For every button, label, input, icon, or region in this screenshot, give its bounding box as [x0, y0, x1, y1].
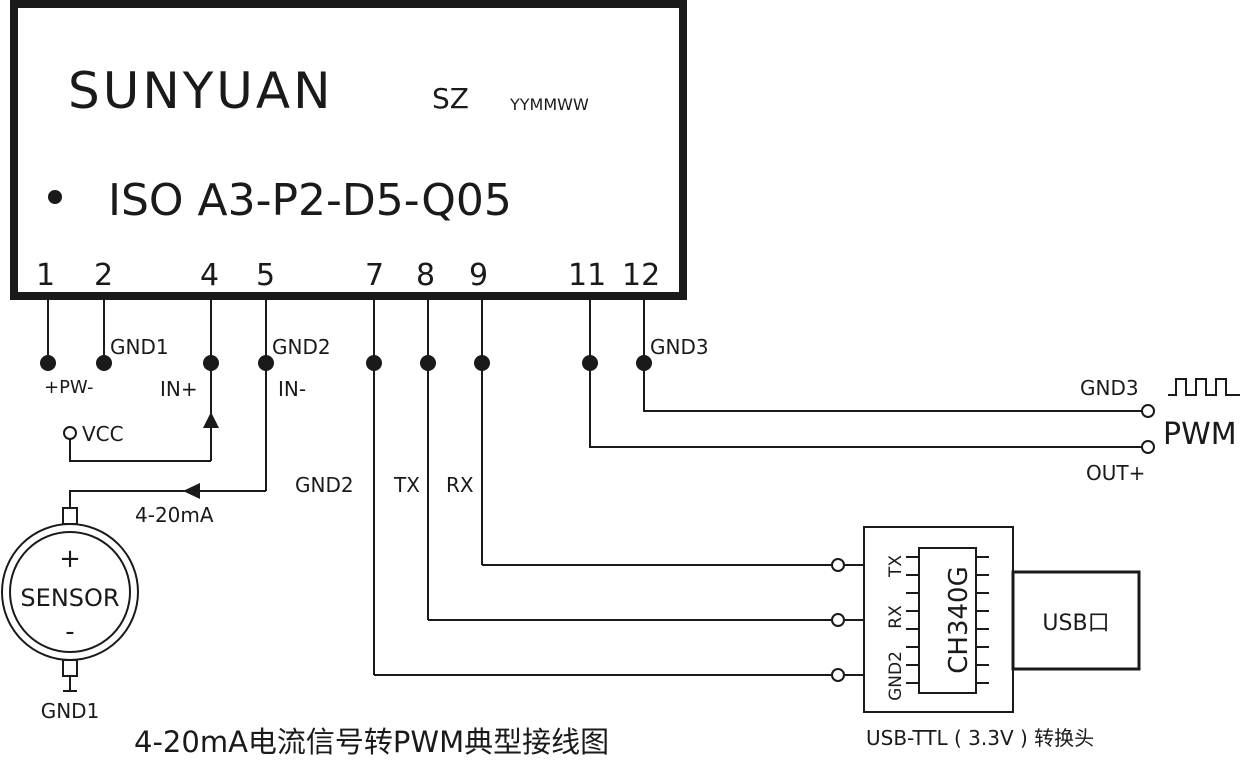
pwm-out-label: OUT+: [1086, 461, 1145, 485]
sensor-minus: -: [65, 617, 74, 647]
sensor-top-lead: [62, 507, 78, 525]
label-gnd3: GND3: [650, 335, 709, 359]
usb-port-label: USB口: [1042, 611, 1109, 636]
pwm-out-terminal: [1141, 440, 1155, 454]
pin2-terminal: [96, 355, 112, 371]
pin8-terminal: [420, 355, 436, 371]
label-power: +PW-: [44, 377, 94, 398]
label-gnd2: GND2: [272, 335, 331, 359]
sensor-inner-ring: [9, 531, 131, 653]
sensor-ground-label: GND1: [41, 699, 100, 723]
pin1-terminal: [40, 355, 56, 371]
pin4-terminal: [203, 355, 219, 371]
sensor-bottom-lead: [62, 659, 78, 677]
adapter-label-gnd: GND2: [886, 651, 906, 701]
usb-port: [1011, 570, 1141, 671]
date-code: YYMMWW: [509, 95, 589, 114]
sensor-plus: +: [59, 544, 81, 574]
chip-name: CH340G: [944, 566, 974, 673]
pin-number-11: 11: [568, 258, 606, 293]
junction-dots: [40, 355, 652, 371]
pin-number-7: 7: [365, 258, 384, 293]
pwm-gnd-terminal: [1141, 404, 1155, 418]
arrow-up-icon: [203, 412, 219, 428]
pwm-gnd-label: GND3: [1080, 376, 1139, 400]
pin12-terminal: [636, 355, 652, 371]
label-bus-gnd2: GND2: [295, 473, 354, 497]
chip-pins: [906, 556, 989, 684]
label-bus-tx: TX: [393, 473, 420, 497]
adapter-label-tx: TX: [886, 555, 906, 578]
pin1-marker-dot: [48, 190, 62, 204]
sensor-name: SENSOR: [20, 584, 119, 612]
pin5-terminal: [258, 355, 274, 371]
adapter-label-rx: RX: [886, 605, 906, 629]
pin11-terminal: [582, 355, 598, 371]
ch340g-chip: [918, 547, 977, 694]
module-body: [10, 0, 687, 300]
pin-number-5: 5: [256, 258, 275, 293]
pin-number-12: 12: [622, 258, 660, 293]
brand-name: SUNYUAN: [68, 62, 333, 120]
pin-number-2: 2: [94, 258, 113, 293]
label-in-minus: IN-: [278, 377, 306, 401]
adapter-gnd-terminal: [831, 668, 845, 682]
pin7-terminal: [366, 355, 382, 371]
label-vcc: VCC: [82, 422, 124, 446]
pin9-terminal: [474, 355, 490, 371]
label-current: 4-20mA: [135, 503, 214, 527]
pin-number-8: 8: [416, 258, 435, 293]
diagram-caption: 4-20mA电流信号转PWM典型接线图: [134, 725, 609, 759]
label-gnd1: GND1: [110, 335, 169, 359]
label-bus-rx: RX: [446, 473, 474, 497]
brand-suffix: SZ: [432, 82, 469, 115]
vcc-wire: [69, 439, 211, 462]
current-loop-wire: [69, 490, 266, 508]
vcc-terminal: [63, 426, 77, 440]
pin-number-9: 9: [469, 258, 488, 293]
label-in-plus: IN+: [160, 377, 198, 401]
arrow-left-icon: [183, 483, 200, 499]
adapter-rx-terminal: [831, 613, 845, 627]
pwm-title: PWM: [1163, 417, 1237, 452]
square-wave-icon: [1168, 378, 1240, 396]
adapter-caption: USB-TTL ( 3.3V ) 转换头: [866, 726, 1094, 750]
model-number: ISO A3-P2-D5-Q05: [108, 175, 512, 226]
pin-number-1: 1: [36, 258, 55, 293]
adapter-tx-terminal: [831, 558, 845, 572]
pin-number-4: 4: [200, 258, 219, 293]
